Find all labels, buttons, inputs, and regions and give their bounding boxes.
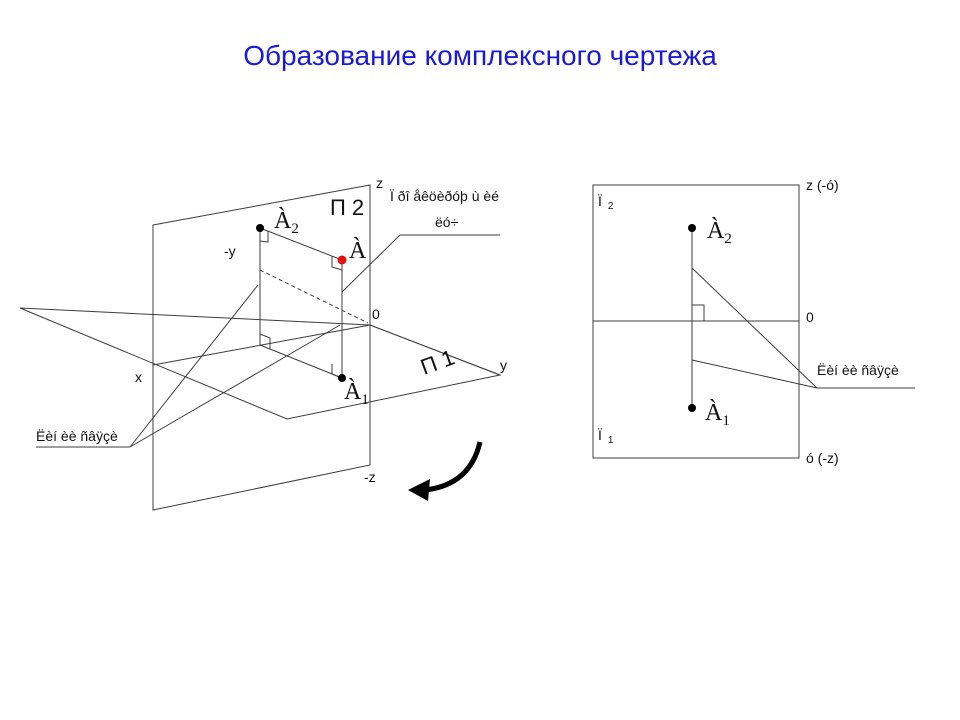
communication-lines-label: Ëèí èè ñâÿçè	[36, 428, 118, 444]
communication-lines-leader	[129, 324, 341, 448]
spatial-diagram: z -y x y -z 0 П 2 П 1 Ï ðî åêöèðóþ ù èé …	[19, 175, 507, 511]
frontal-plane	[152, 184, 371, 511]
axis-top-label: z (-ó)	[806, 177, 839, 193]
projecting-ray-label-line2: ëó÷	[435, 214, 459, 230]
communication-leader	[691, 359, 818, 389]
origin-label: 0	[806, 309, 814, 325]
point-a2-label: À2	[274, 208, 299, 237]
right-angle-mark	[259, 333, 271, 349]
x-axis	[152, 324, 371, 366]
right-point-a1-label: À1	[705, 400, 730, 429]
hidden-neg-y-ray	[259, 269, 369, 324]
right-angle-mark	[259, 231, 269, 243]
right-angle-mark	[331, 256, 343, 271]
right-point-a2-dot	[688, 224, 696, 232]
point-a-dot	[337, 255, 347, 265]
y-axis	[369, 324, 501, 376]
projector-a-a2	[259, 227, 343, 261]
plane-p1-label: П 1	[417, 345, 458, 380]
right-point-a2-label: À2	[707, 218, 732, 247]
projecting-ray-leader	[341, 234, 401, 293]
rotation-arrow-shaft	[424, 441, 483, 493]
rotation-arrow	[408, 441, 483, 501]
point-a2-dot	[256, 224, 264, 232]
communication-lines-label: Ëèí èè ñâÿçè	[817, 362, 899, 378]
point-a1-label: À1	[344, 379, 369, 408]
axis-neg-y-label: -y	[224, 243, 236, 259]
communication-lines-leader	[129, 284, 259, 448]
point-a-label: À	[349, 238, 367, 264]
axis-y-label: y	[500, 357, 507, 373]
plane-p2-label: П 2	[330, 195, 364, 220]
origin-label: 0	[372, 306, 380, 322]
rotation-arrow-head	[408, 479, 430, 501]
projecting-ray-label-line1: Ï ðî åêöèðóþ ù èé	[390, 188, 499, 204]
axis-z-label: z	[376, 175, 383, 191]
point-a1-dot	[338, 374, 346, 382]
axis-x-label: x	[135, 369, 142, 385]
right-angle-mark	[692, 304, 705, 321]
right-point-a1-dot	[688, 404, 696, 412]
link-x-a1	[259, 344, 343, 379]
communication-leader	[691, 267, 818, 389]
axis-neg-z-label: -z	[364, 469, 376, 485]
slide-title: Образование комплексного чертежа	[243, 40, 717, 71]
axis-bottom-label: ó (-z)	[806, 450, 839, 466]
